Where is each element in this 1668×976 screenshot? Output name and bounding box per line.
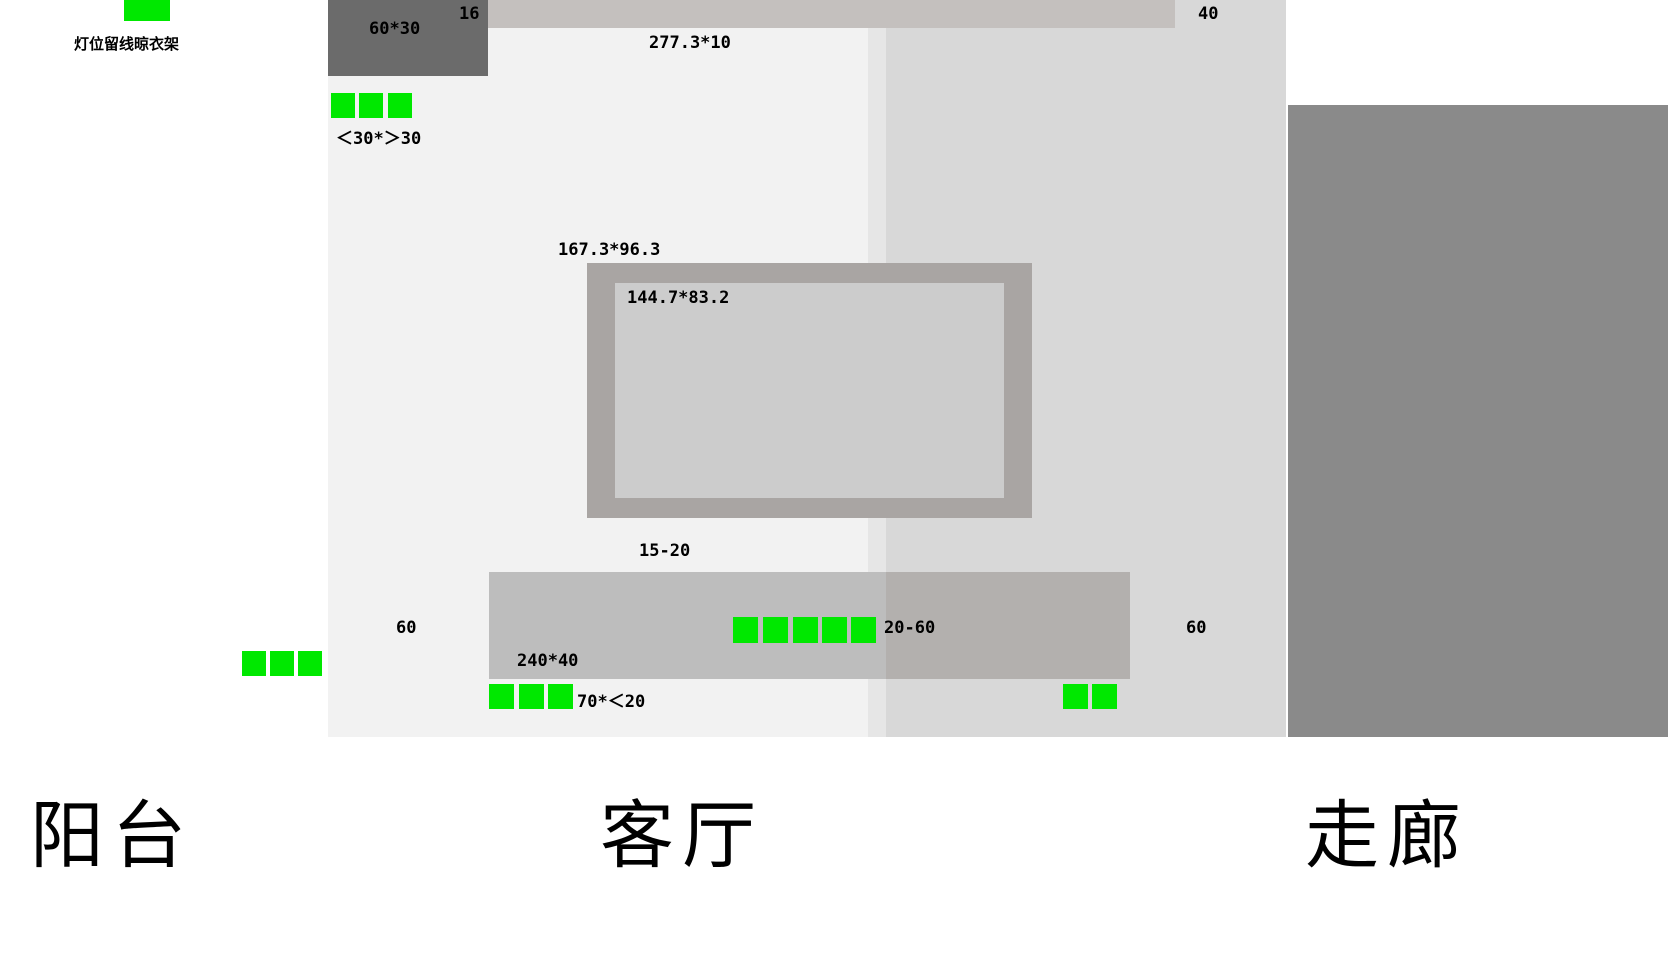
socket-switch-2[interactable] (359, 93, 383, 118)
tv-frame-outer (587, 263, 1032, 518)
socket-cabinet-top-2[interactable] (763, 617, 788, 643)
socket-balcony-2[interactable] (270, 651, 294, 676)
socket-cabinet-top-5[interactable] (851, 617, 876, 643)
socket-balcony-3[interactable] (298, 651, 322, 676)
ceiling-beam-band (447, 0, 1175, 28)
label-corridor-beam-size: 40 (1198, 4, 1219, 24)
zone-dark-wall-block (1288, 105, 1668, 737)
label-cabinet-size: 240*40 (517, 651, 579, 671)
label-left-offset: 60 (396, 618, 417, 638)
socket-switch-3[interactable] (388, 93, 412, 118)
socket-cabinet-top-1[interactable] (733, 617, 758, 643)
ceiling-beam-column (328, 0, 488, 76)
label-tv-frame-size: 167.3*96.3 (558, 240, 661, 260)
socket-low-left-1[interactable] (489, 684, 514, 709)
socket-low-left-2[interactable] (519, 684, 544, 709)
tv-screen-inner (615, 283, 1004, 498)
label-beam-band-size: 16 (459, 4, 480, 24)
label-switch-height: ＜30*＞30 (336, 129, 422, 149)
tv-cabinet-shaded (886, 572, 1130, 679)
room-label-living-room: 客厅 (600, 793, 764, 879)
socket-low-right-2[interactable] (1092, 684, 1117, 709)
socket-low-right-1[interactable] (1063, 684, 1088, 709)
label-socket-height-range: 20-60 (884, 618, 936, 638)
label-beam-long-size: 277.3*10 (649, 33, 731, 53)
socket-balcony-1[interactable] (242, 651, 266, 676)
label-clothes-rack: 灯位留线晾衣架 (74, 35, 180, 53)
label-beam-dark-size: 60*30 (369, 19, 421, 39)
label-low-socket-note: 70*＜20 (577, 692, 646, 712)
socket-low-left-3[interactable] (548, 684, 573, 709)
socket-cabinet-top-4[interactable] (822, 617, 847, 643)
room-label-balcony: 阳台 (30, 793, 194, 879)
label-cabinet-gap: 15-20 (639, 541, 691, 561)
socket-switch-1[interactable] (331, 93, 355, 118)
room-label-corridor: 走廊 (1305, 793, 1469, 879)
label-right-offset: 60 (1186, 618, 1207, 638)
socket-clothes-rack-light[interactable] (124, 0, 170, 21)
label-tv-screen-size: 144.7*83.2 (627, 288, 730, 308)
socket-cabinet-top-3[interactable] (793, 617, 818, 643)
